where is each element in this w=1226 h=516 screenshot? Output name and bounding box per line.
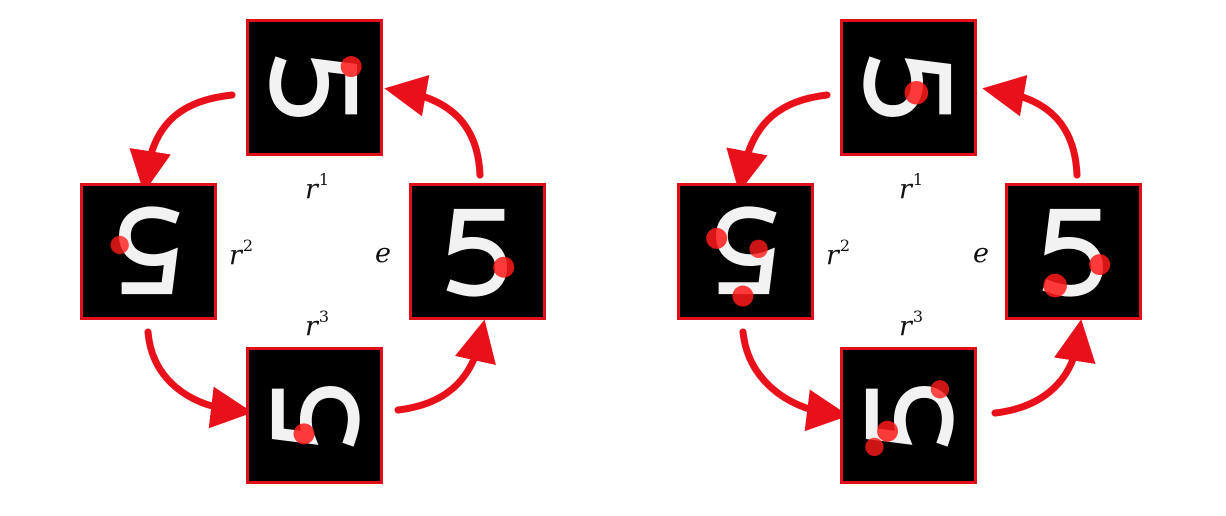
label-r2: r2: [826, 236, 851, 271]
digit-5-rotated-90-icon: [269, 56, 362, 117]
digit-5-upright-icon: [446, 208, 515, 297]
digit-tile-r3: [840, 347, 977, 484]
arrow-right-to-top: [982, 75, 1081, 179]
arrow-right-to-top: [384, 75, 484, 179]
left-diagram: r1 r2 r3 e: [80, 19, 546, 484]
digit-5-upright-icon: [1042, 208, 1111, 298]
label-e: e: [973, 238, 989, 269]
label-e: e: [375, 238, 391, 269]
arrow-bottom-to-right: [991, 319, 1096, 417]
label-r2: r2: [229, 236, 254, 271]
label-r3: r3: [899, 307, 924, 342]
arrow-left-to-bottom: [739, 328, 849, 432]
digit-tile-r1: [246, 19, 383, 156]
digit-5-rotated-270-icon: [865, 380, 954, 457]
arrow-top-to-left: [129, 91, 236, 193]
label-r3: r3: [305, 307, 330, 342]
digit-tile-e: [1005, 183, 1142, 320]
arrow-bottom-to-right: [394, 319, 496, 414]
right-diagram: r1 r2 r3: [613, 0, 1226, 516]
digit-tile-r3: [246, 347, 383, 484]
digit-tile-r2: [80, 183, 217, 320]
label-r1: r1: [899, 170, 924, 205]
arrow-top-to-left: [726, 91, 831, 193]
digit-tile-e: [409, 183, 546, 320]
digit-5-rotated-270-icon: [271, 386, 360, 447]
label-r1: r1: [305, 170, 330, 205]
arrow-left-to-bottom: [144, 328, 253, 429]
digit-tile-r1: [840, 19, 977, 156]
digit-tile-r2: [677, 183, 814, 320]
digit-5-rotated-180-icon: [706, 206, 777, 307]
digit-5-rotated-90-icon: [863, 56, 952, 117]
digit-5-rotated-180-icon: [110, 206, 180, 295]
